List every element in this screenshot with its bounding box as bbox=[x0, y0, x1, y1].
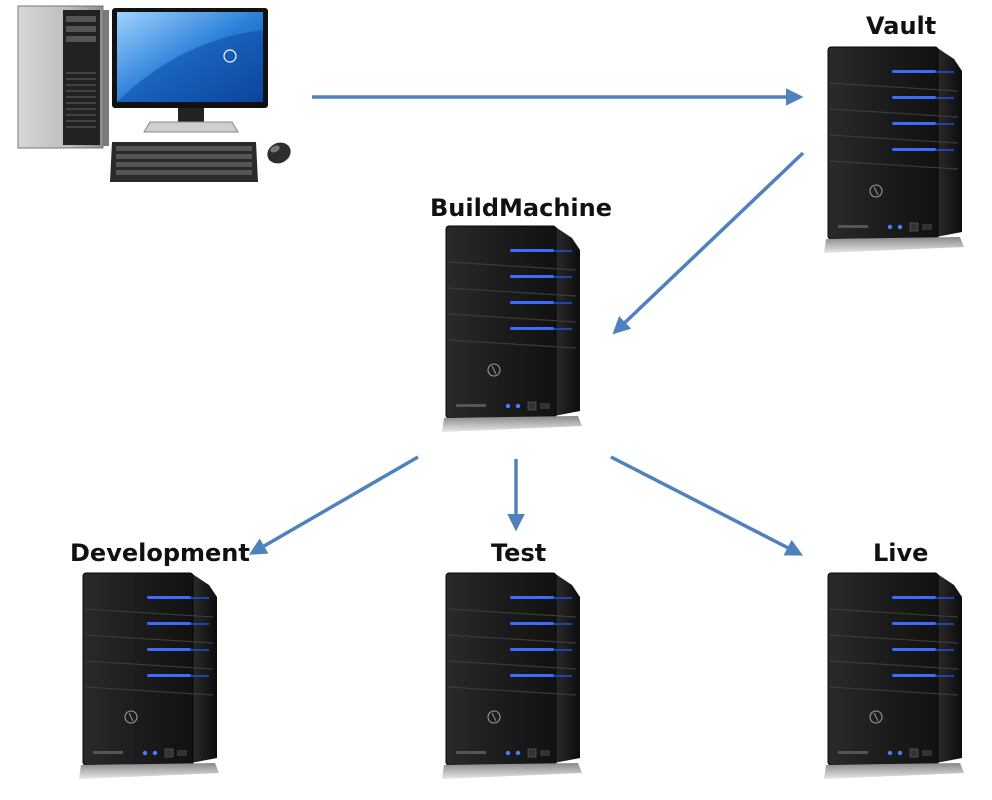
edge-build-development bbox=[248, 455, 419, 555]
drive-led bbox=[510, 622, 554, 625]
drive-led bbox=[892, 596, 936, 599]
workstation-computer bbox=[17, 5, 291, 182]
drive-led bbox=[892, 122, 936, 125]
drive-led bbox=[147, 622, 191, 625]
edges-layer bbox=[248, 88, 805, 556]
drive-led bbox=[147, 674, 191, 677]
drive-led bbox=[510, 674, 554, 677]
vault-label: Vault bbox=[866, 12, 937, 40]
buildmachine-label: BuildMachine bbox=[430, 194, 612, 222]
test-label: Test bbox=[491, 539, 547, 567]
drive-led bbox=[510, 301, 554, 304]
drive-led bbox=[510, 327, 554, 330]
pc-tower bbox=[17, 5, 109, 149]
drive-led bbox=[510, 648, 554, 651]
drive-led bbox=[510, 249, 554, 252]
drive-led bbox=[892, 648, 936, 651]
server-test bbox=[442, 572, 582, 779]
edge-vault-build bbox=[612, 151, 805, 335]
hp-logo-icon bbox=[487, 363, 501, 377]
monitor bbox=[112, 8, 268, 133]
drive-led bbox=[892, 70, 936, 73]
server-development bbox=[79, 572, 219, 779]
drive-led bbox=[892, 674, 936, 677]
drive-led bbox=[892, 622, 936, 625]
live-label: Live bbox=[873, 539, 929, 567]
edge-build-live bbox=[610, 455, 804, 556]
keyboard bbox=[110, 142, 258, 182]
drive-led bbox=[892, 96, 936, 99]
hp-logo-icon bbox=[487, 710, 501, 724]
servers-layer bbox=[79, 46, 964, 779]
mouse bbox=[267, 142, 291, 164]
development-label: Development bbox=[70, 539, 250, 567]
drive-led bbox=[510, 275, 554, 278]
drive-led bbox=[892, 148, 936, 151]
hp-logo-icon bbox=[869, 184, 883, 198]
server-build bbox=[442, 225, 582, 432]
server-vault bbox=[824, 46, 964, 253]
server-live bbox=[824, 572, 964, 779]
hp-logo-icon bbox=[869, 710, 883, 724]
drive-led bbox=[510, 596, 554, 599]
hp-logo-icon bbox=[124, 710, 138, 724]
drive-led bbox=[147, 596, 191, 599]
drive-led bbox=[147, 648, 191, 651]
